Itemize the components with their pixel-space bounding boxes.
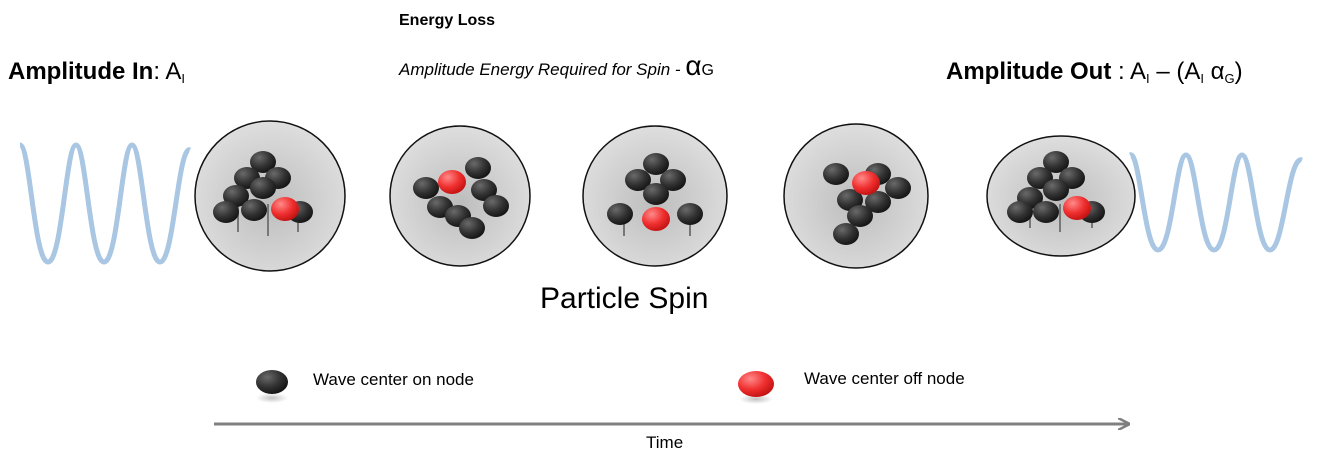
alpha-symbol: α — [685, 50, 702, 81]
particle-stage-4 — [783, 123, 929, 269]
time-label: Time — [646, 433, 684, 452]
formula-part: ) — [1234, 58, 1243, 85]
energy-required-subtitle: Amplitude Energy Required for Spin - αG — [399, 50, 714, 82]
legend-off-node-icon — [738, 371, 774, 404]
legend-on-node-label: Wave center on node — [313, 370, 474, 389]
legend-on-node-icon — [256, 370, 288, 403]
formula-subscript: I — [1146, 71, 1150, 86]
off-node-sphere — [271, 197, 299, 221]
amplitude-out-label: Amplitude Out : AI – (AI αG) — [946, 58, 1243, 86]
particle-stage-1 — [194, 120, 346, 272]
particle-stage-2 — [389, 125, 531, 267]
formula-part: α — [1203, 58, 1225, 85]
subtitle-text: Amplitude Energy Required for Spin - — [399, 60, 686, 79]
input-wave — [17, 142, 193, 265]
off-node-sphere — [642, 207, 670, 231]
off-node-sphere — [852, 171, 880, 195]
particle-stage-5 — [986, 135, 1136, 257]
amplitude-out-title: Amplitude Out — [946, 58, 1112, 85]
particle-spin-label: Particle Spin — [540, 282, 709, 315]
off-node-sphere — [1063, 196, 1091, 220]
formula-subscript: G — [1224, 71, 1235, 86]
amplitude-in-label: Amplitude In: AI — [8, 58, 185, 86]
amplitude-in-sep: : — [153, 58, 166, 85]
energy-loss-heading: Energy Loss — [399, 12, 496, 29]
amplitude-in-title: Amplitude In — [8, 58, 154, 85]
formula-part: A — [1130, 58, 1147, 85]
amplitude-out-sep: : — [1111, 58, 1131, 85]
output-wave — [1127, 152, 1303, 253]
amplitude-in-subscript: I — [181, 71, 185, 86]
particle-stage-3 — [582, 125, 728, 267]
off-node-sphere — [438, 170, 466, 194]
alpha-subscript: G — [701, 62, 714, 79]
legend-off-node-label: Wave center off node — [804, 369, 965, 388]
amplitude-in-symbol: A — [165, 58, 182, 85]
formula-subscript: I — [1200, 71, 1204, 86]
formula-part: – (A — [1149, 58, 1201, 85]
